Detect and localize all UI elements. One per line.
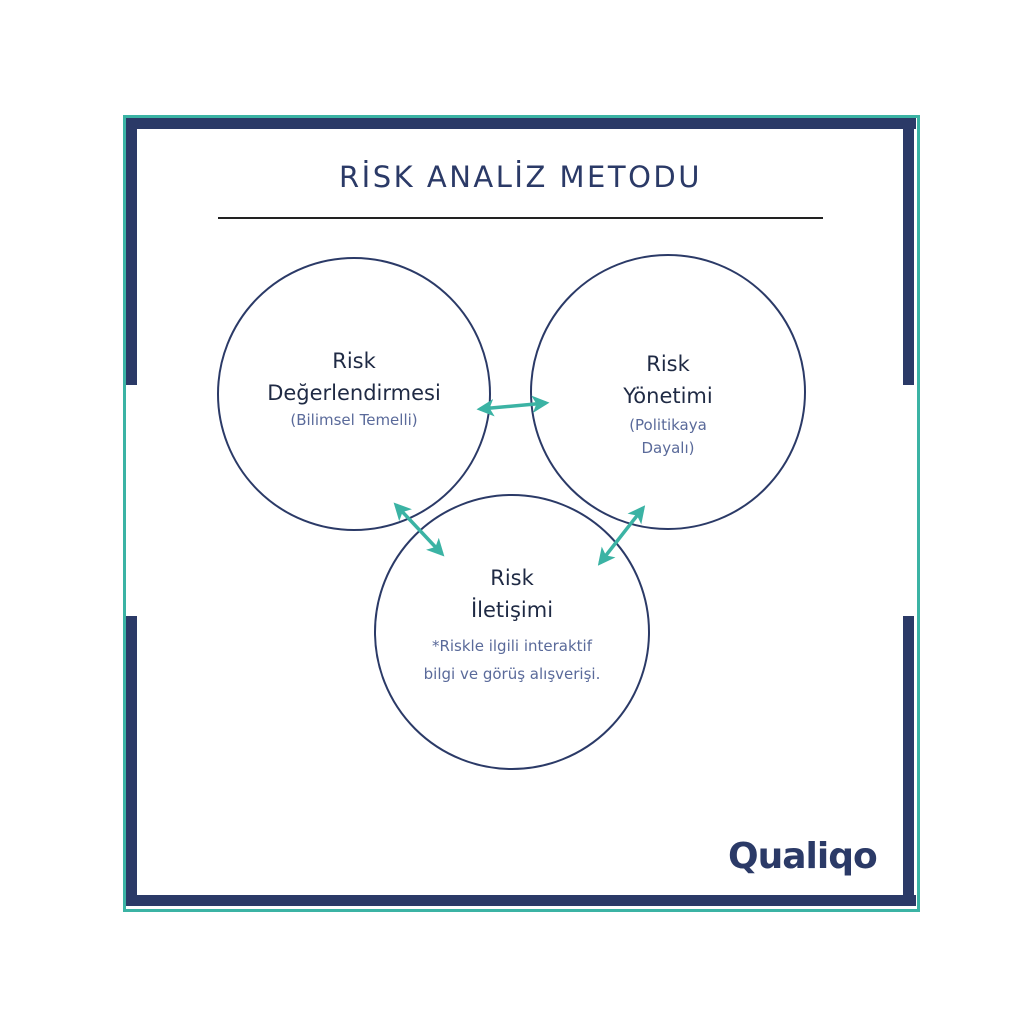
- label-risk-assessment: Risk Değerlendirmesi (Bilimsel Temelli): [234, 345, 474, 432]
- circle-title-line2: Değerlendirmesi: [267, 381, 441, 405]
- circle-title-line1: Risk: [490, 566, 534, 590]
- circle-subtitle-line1: *Riskle ilgili interaktif: [431, 637, 593, 655]
- circle-title-line1: Risk: [646, 352, 690, 376]
- circle-title-line2: İletişimi: [470, 598, 554, 622]
- circle-subtitle-line1: (Politikaya: [629, 416, 707, 434]
- circle-subtitle-line2: bilgi ve görüş alışverişi.: [423, 665, 601, 683]
- title-underline: [218, 217, 823, 219]
- frame-left-bar-top: [126, 118, 137, 385]
- logo-text: Qualiqo: [728, 835, 878, 877]
- circle-title-line1: Risk: [332, 349, 376, 373]
- frame-right-bar-bottom: [903, 616, 914, 906]
- page-title: RİSK ANALİZ METODU: [339, 160, 702, 194]
- circle-risk-management: [530, 254, 806, 530]
- circle-title-line2: Yönetimi: [623, 384, 713, 408]
- circle-subtitle-line1: (Bilimsel Temelli): [290, 411, 418, 429]
- frame-bottom-bar: [126, 895, 916, 906]
- frame-top-bar: [126, 118, 916, 129]
- frame-left-bar-bottom: [126, 616, 137, 906]
- circle-risk-communication: [374, 494, 650, 770]
- label-risk-management: Risk Yönetimi (Politikaya Dayalı): [548, 348, 788, 460]
- circle-subtitle-line2: Dayalı): [641, 439, 695, 457]
- arrow-management-communication: [597, 505, 646, 566]
- circle-risk-assessment: [217, 257, 491, 531]
- qualiqo-logo: Qualiqo: [728, 830, 878, 882]
- arrow-assessment-management: [476, 395, 550, 417]
- arrow-assessment-communication: [393, 502, 445, 557]
- frame-right-bar-top: [903, 118, 914, 385]
- outer-frame: [123, 115, 920, 912]
- label-risk-communication: Risk İletişimi *Riskle ilgili interaktif…: [392, 562, 632, 688]
